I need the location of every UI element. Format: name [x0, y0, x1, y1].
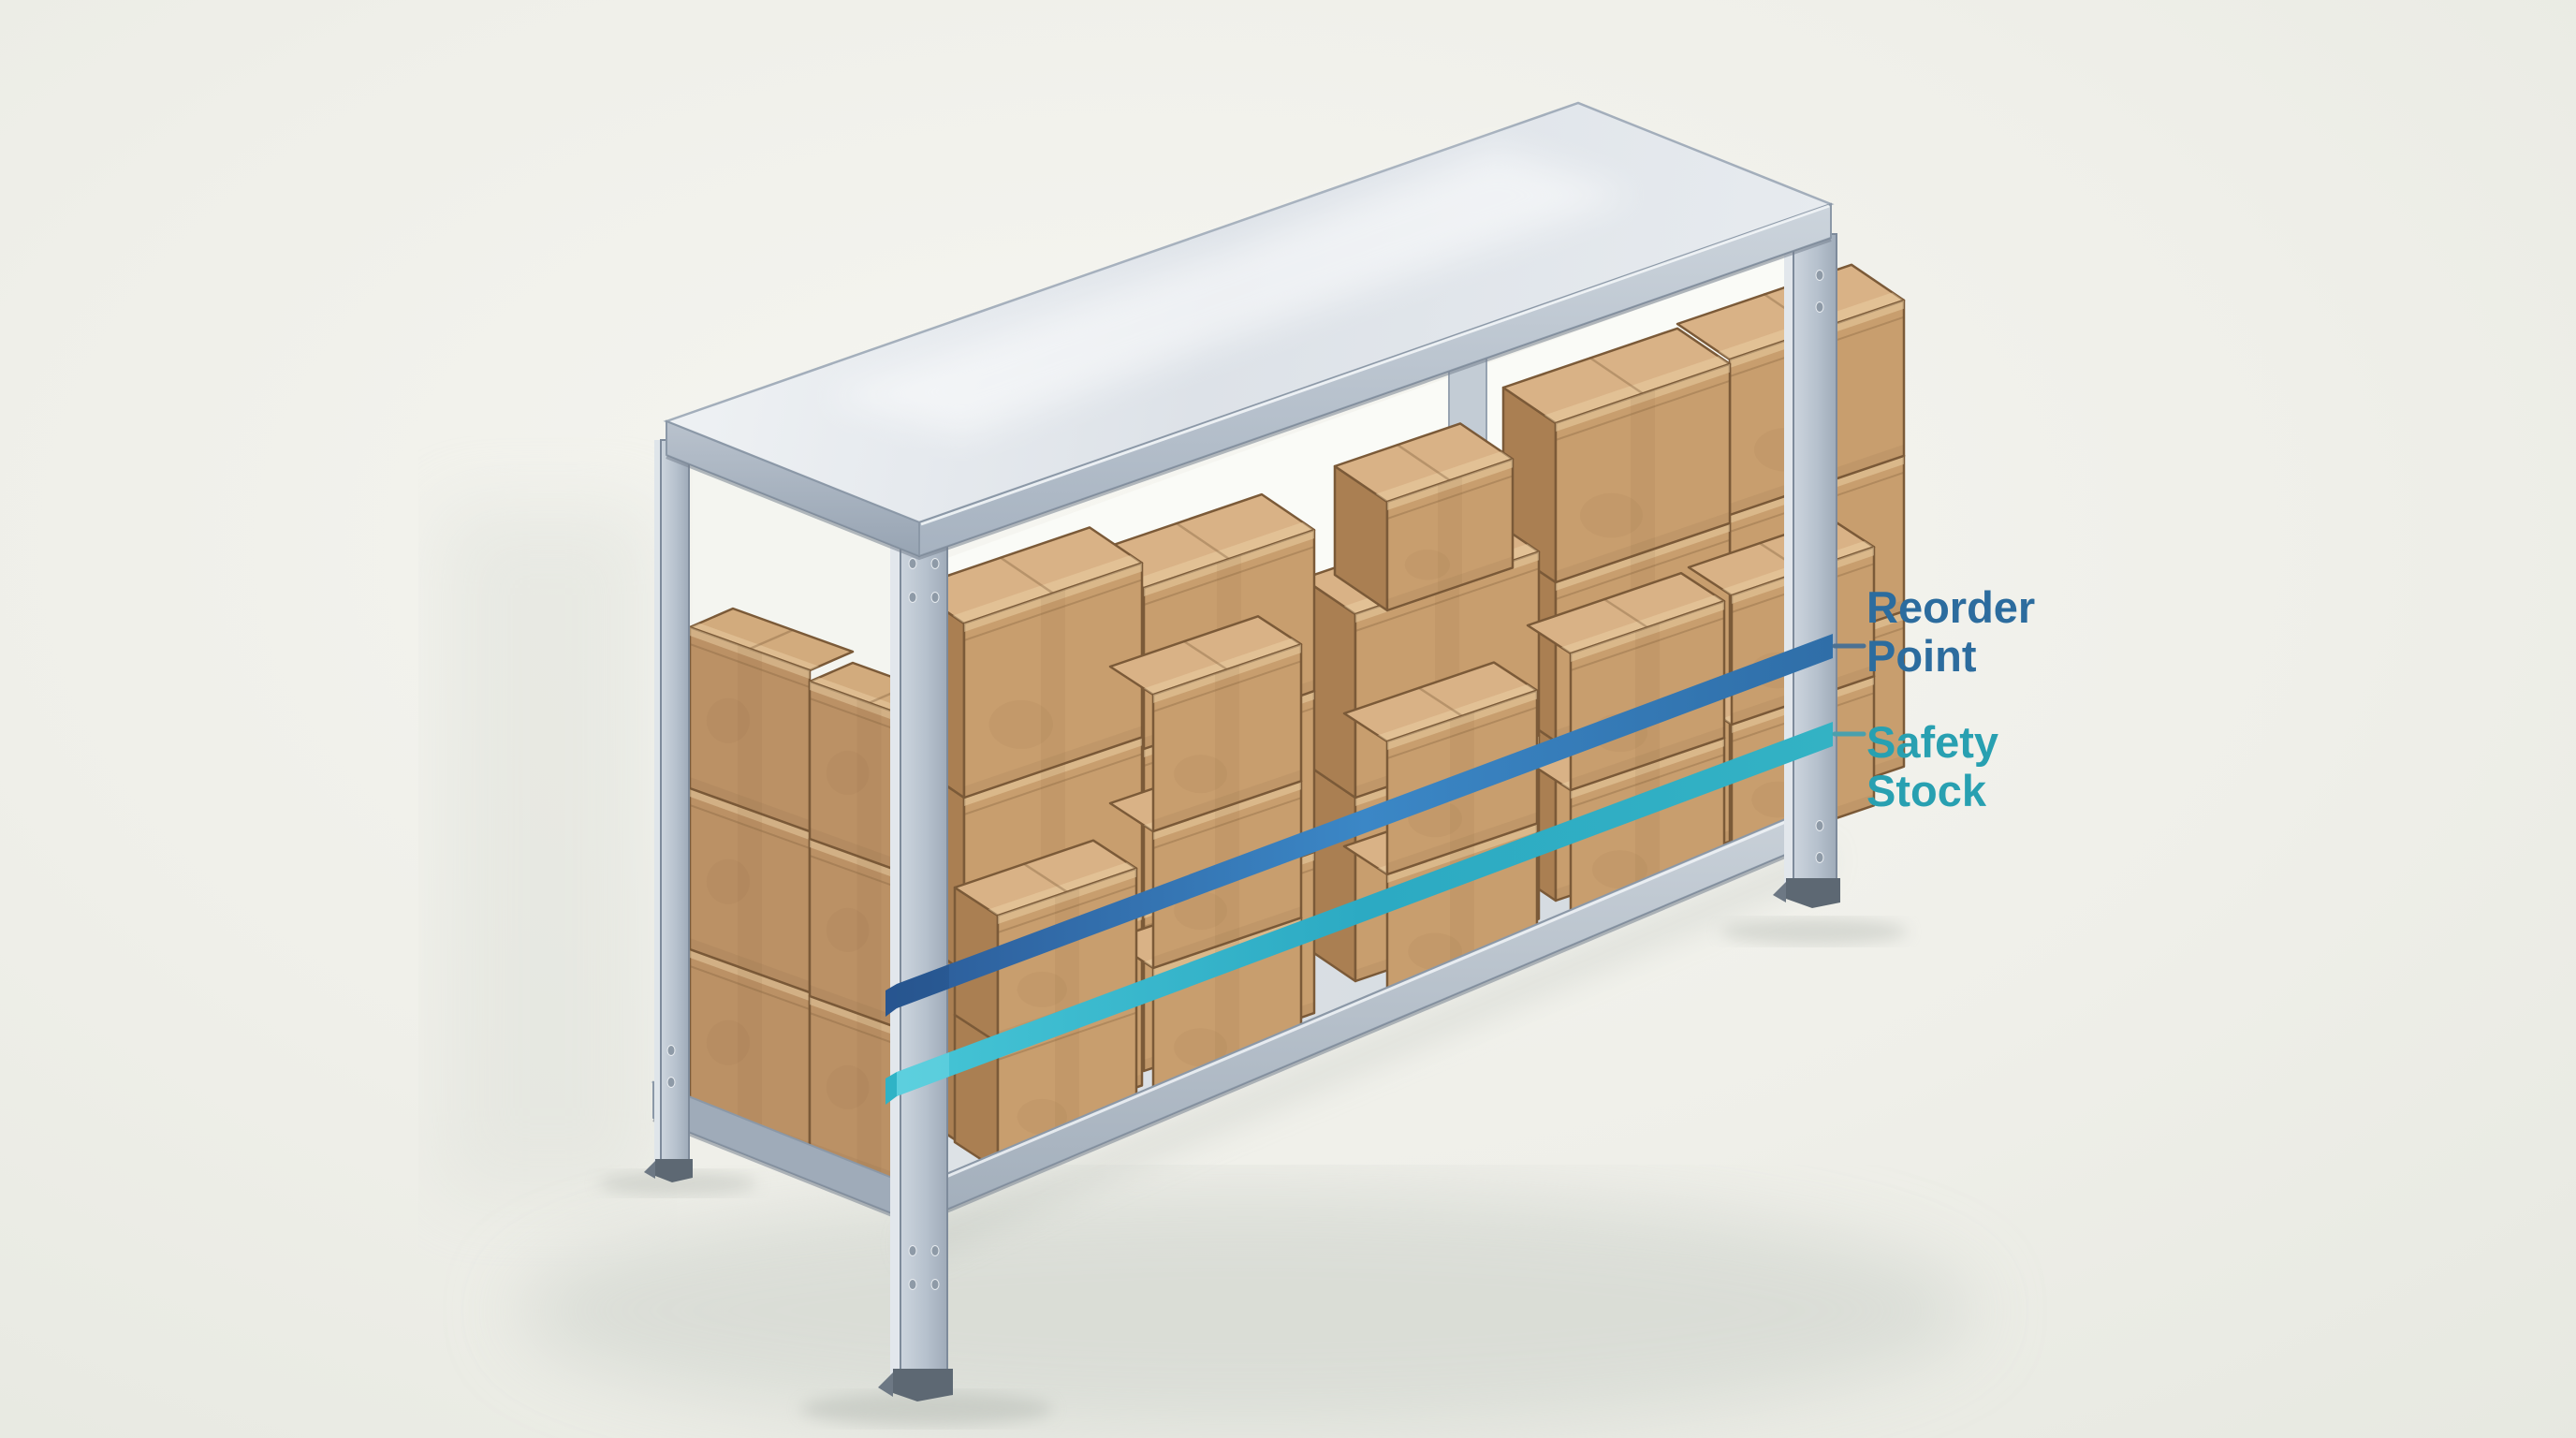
post-front-right-foot	[1786, 878, 1840, 908]
shelf-underside-shadow	[913, 846, 1825, 1258]
post-rear-left-bar	[660, 439, 690, 1164]
post-front-right-bevel	[1784, 234, 1793, 889]
rivet	[1815, 852, 1824, 863]
wall-shadow	[440, 506, 655, 1198]
cardboard-box	[1333, 422, 1515, 612]
floor-shadow-main	[515, 1189, 1975, 1432]
foot-shadow-rear-left	[598, 1171, 757, 1196]
top-shelf-under-edge	[666, 238, 1832, 561]
post-front-left-foot	[893, 1369, 953, 1401]
reorder-point-label-line2: Point	[1866, 631, 1977, 681]
foot-shadow-right	[1720, 918, 1908, 945]
safety-stock-label-line2: Stock	[1866, 766, 1987, 815]
foot-shadow-front-left	[800, 1392, 1053, 1426]
rivet	[1815, 301, 1824, 313]
post-front-right-hook	[1773, 882, 1786, 902]
post-front-left-bevel	[890, 539, 900, 1374]
post-rear-left-foot	[655, 1159, 693, 1182]
annotation-labels: Reorder Point Safety Stock	[1866, 582, 2035, 815]
reorder-band-on-post	[897, 964, 949, 1008]
top-shelf-sheen	[824, 148, 1633, 436]
safety-band-wrap	[886, 1072, 897, 1105]
cardboard-box	[1501, 327, 1732, 584]
box-stack	[808, 661, 973, 1197]
rivet	[908, 558, 917, 569]
bottom-shelf-top-highlight	[916, 803, 1826, 1191]
rivet	[930, 1279, 940, 1290]
cardboard-box	[1108, 615, 1303, 833]
safety-band-on-post	[897, 1052, 949, 1096]
rivet	[666, 1045, 676, 1056]
rivet	[908, 1279, 917, 1290]
post-rear-left	[644, 439, 693, 1182]
rivet	[930, 558, 940, 569]
post-front-right-bar	[1793, 233, 1837, 890]
safety-stock-label-line1: Safety	[1866, 717, 1998, 767]
reorder-point-label-line1: Reorder	[1866, 582, 2035, 632]
post-front-left-bar	[900, 538, 948, 1375]
post-rear-left-hook	[644, 1161, 655, 1179]
top-shelf	[663, 101, 1835, 561]
rivet	[1815, 820, 1824, 831]
rivet	[930, 1245, 940, 1256]
post-rear-left-bevel	[654, 440, 662, 1163]
rivet	[1815, 270, 1824, 281]
box-stack	[1108, 615, 1303, 1107]
post-front-left-hook	[878, 1372, 893, 1397]
bottom-shelf-frame	[652, 800, 1828, 1227]
reorder-point-band	[897, 634, 1833, 1008]
post-front-left	[878, 538, 953, 1401]
shelf-posts	[644, 233, 1840, 1401]
level-bands	[886, 634, 1833, 1105]
rivet	[930, 592, 940, 603]
floor-shadows	[440, 506, 1975, 1432]
rivet	[666, 1077, 676, 1088]
rivet	[908, 592, 917, 603]
cardboard-box	[1526, 571, 1726, 792]
box-stack	[688, 607, 855, 1155]
reorder-band-wrap	[886, 984, 897, 1017]
box-stack	[1333, 422, 1515, 612]
top-shelf-lip-highlight	[920, 204, 1830, 526]
safety-stock-band	[897, 722, 1833, 1096]
rivet	[908, 1245, 917, 1256]
cardboard-box	[688, 607, 855, 833]
cardboard-boxes	[688, 263, 1906, 1197]
